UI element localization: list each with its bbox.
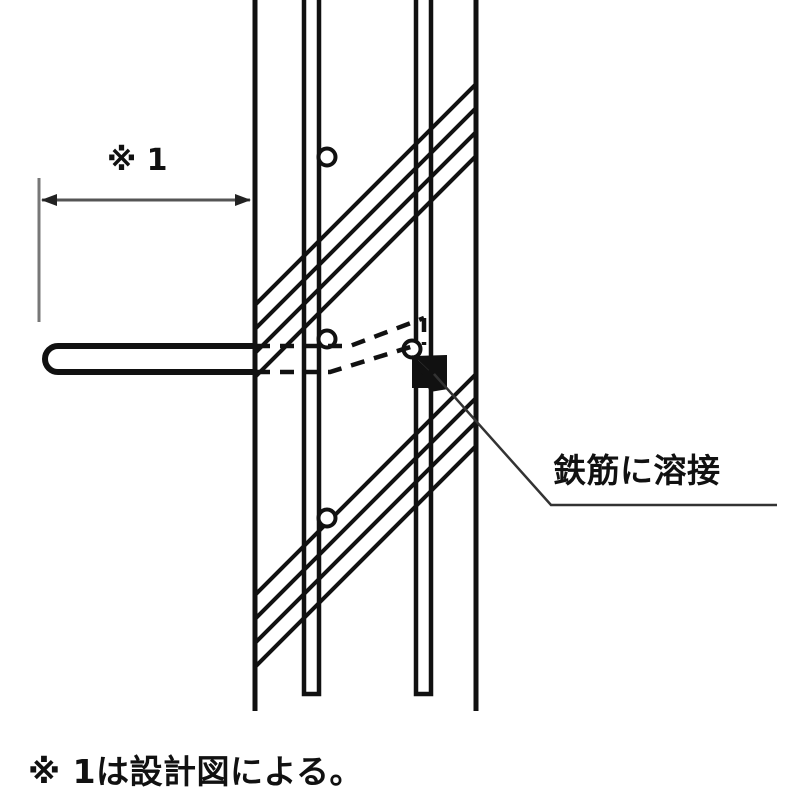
dimension-label: ※ 1 (107, 143, 168, 178)
tie-circle-bottom (316, 507, 338, 529)
weld-mark (412, 355, 448, 392)
tie-circle-middle (316, 328, 338, 350)
anchor-bar (42, 343, 256, 375)
hidden-bent-bar (256, 315, 427, 375)
tie-circle-top (316, 146, 338, 168)
weld-callout-label: 鉄筋に溶接 (553, 451, 721, 490)
diagonal-bar-group-upper (253, 80, 477, 382)
diagonal-bar-group-lower (253, 370, 477, 672)
callout-leader-line (433, 373, 777, 507)
bottom-note: ※ 1は設計図による。 (28, 752, 364, 791)
